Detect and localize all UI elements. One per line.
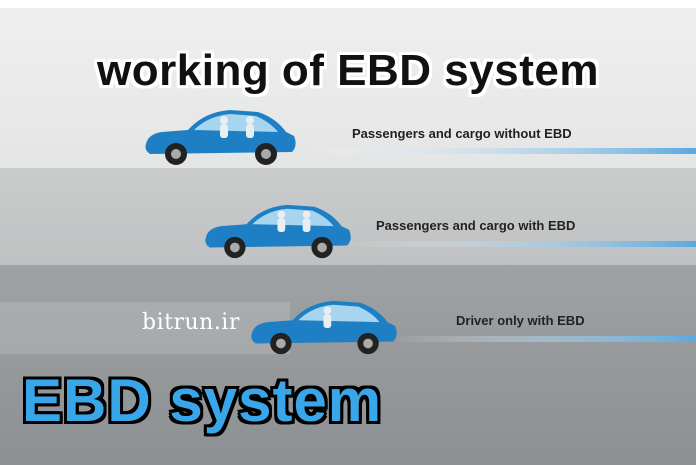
car-icon	[205, 204, 351, 259]
car-icon	[145, 110, 296, 165]
row-label-with-ebd: Passengers and cargo with EBD	[376, 218, 576, 233]
bottom-title: EBD system	[22, 367, 383, 434]
arrow-icon	[340, 240, 696, 247]
passenger-figure-icon	[323, 306, 332, 328]
band-with-ebd	[0, 168, 696, 265]
car-icon	[251, 300, 397, 355]
arrow-icon	[300, 147, 696, 154]
passenger-figure-icon	[220, 116, 254, 138]
watermark-strip	[0, 302, 290, 354]
row-label-without-ebd: Passengers and cargo without EBD	[352, 126, 572, 141]
page-title: working of EBD system	[97, 46, 599, 95]
passenger-figure-icon	[277, 210, 311, 232]
arrow-icon	[392, 335, 696, 342]
row-label-driver-only: Driver only with EBD	[456, 313, 585, 328]
top-margin	[0, 0, 696, 8]
watermark: bitrun.ir	[142, 310, 240, 335]
band-driver-only	[0, 265, 696, 465]
band-without-ebd	[0, 8, 696, 168]
